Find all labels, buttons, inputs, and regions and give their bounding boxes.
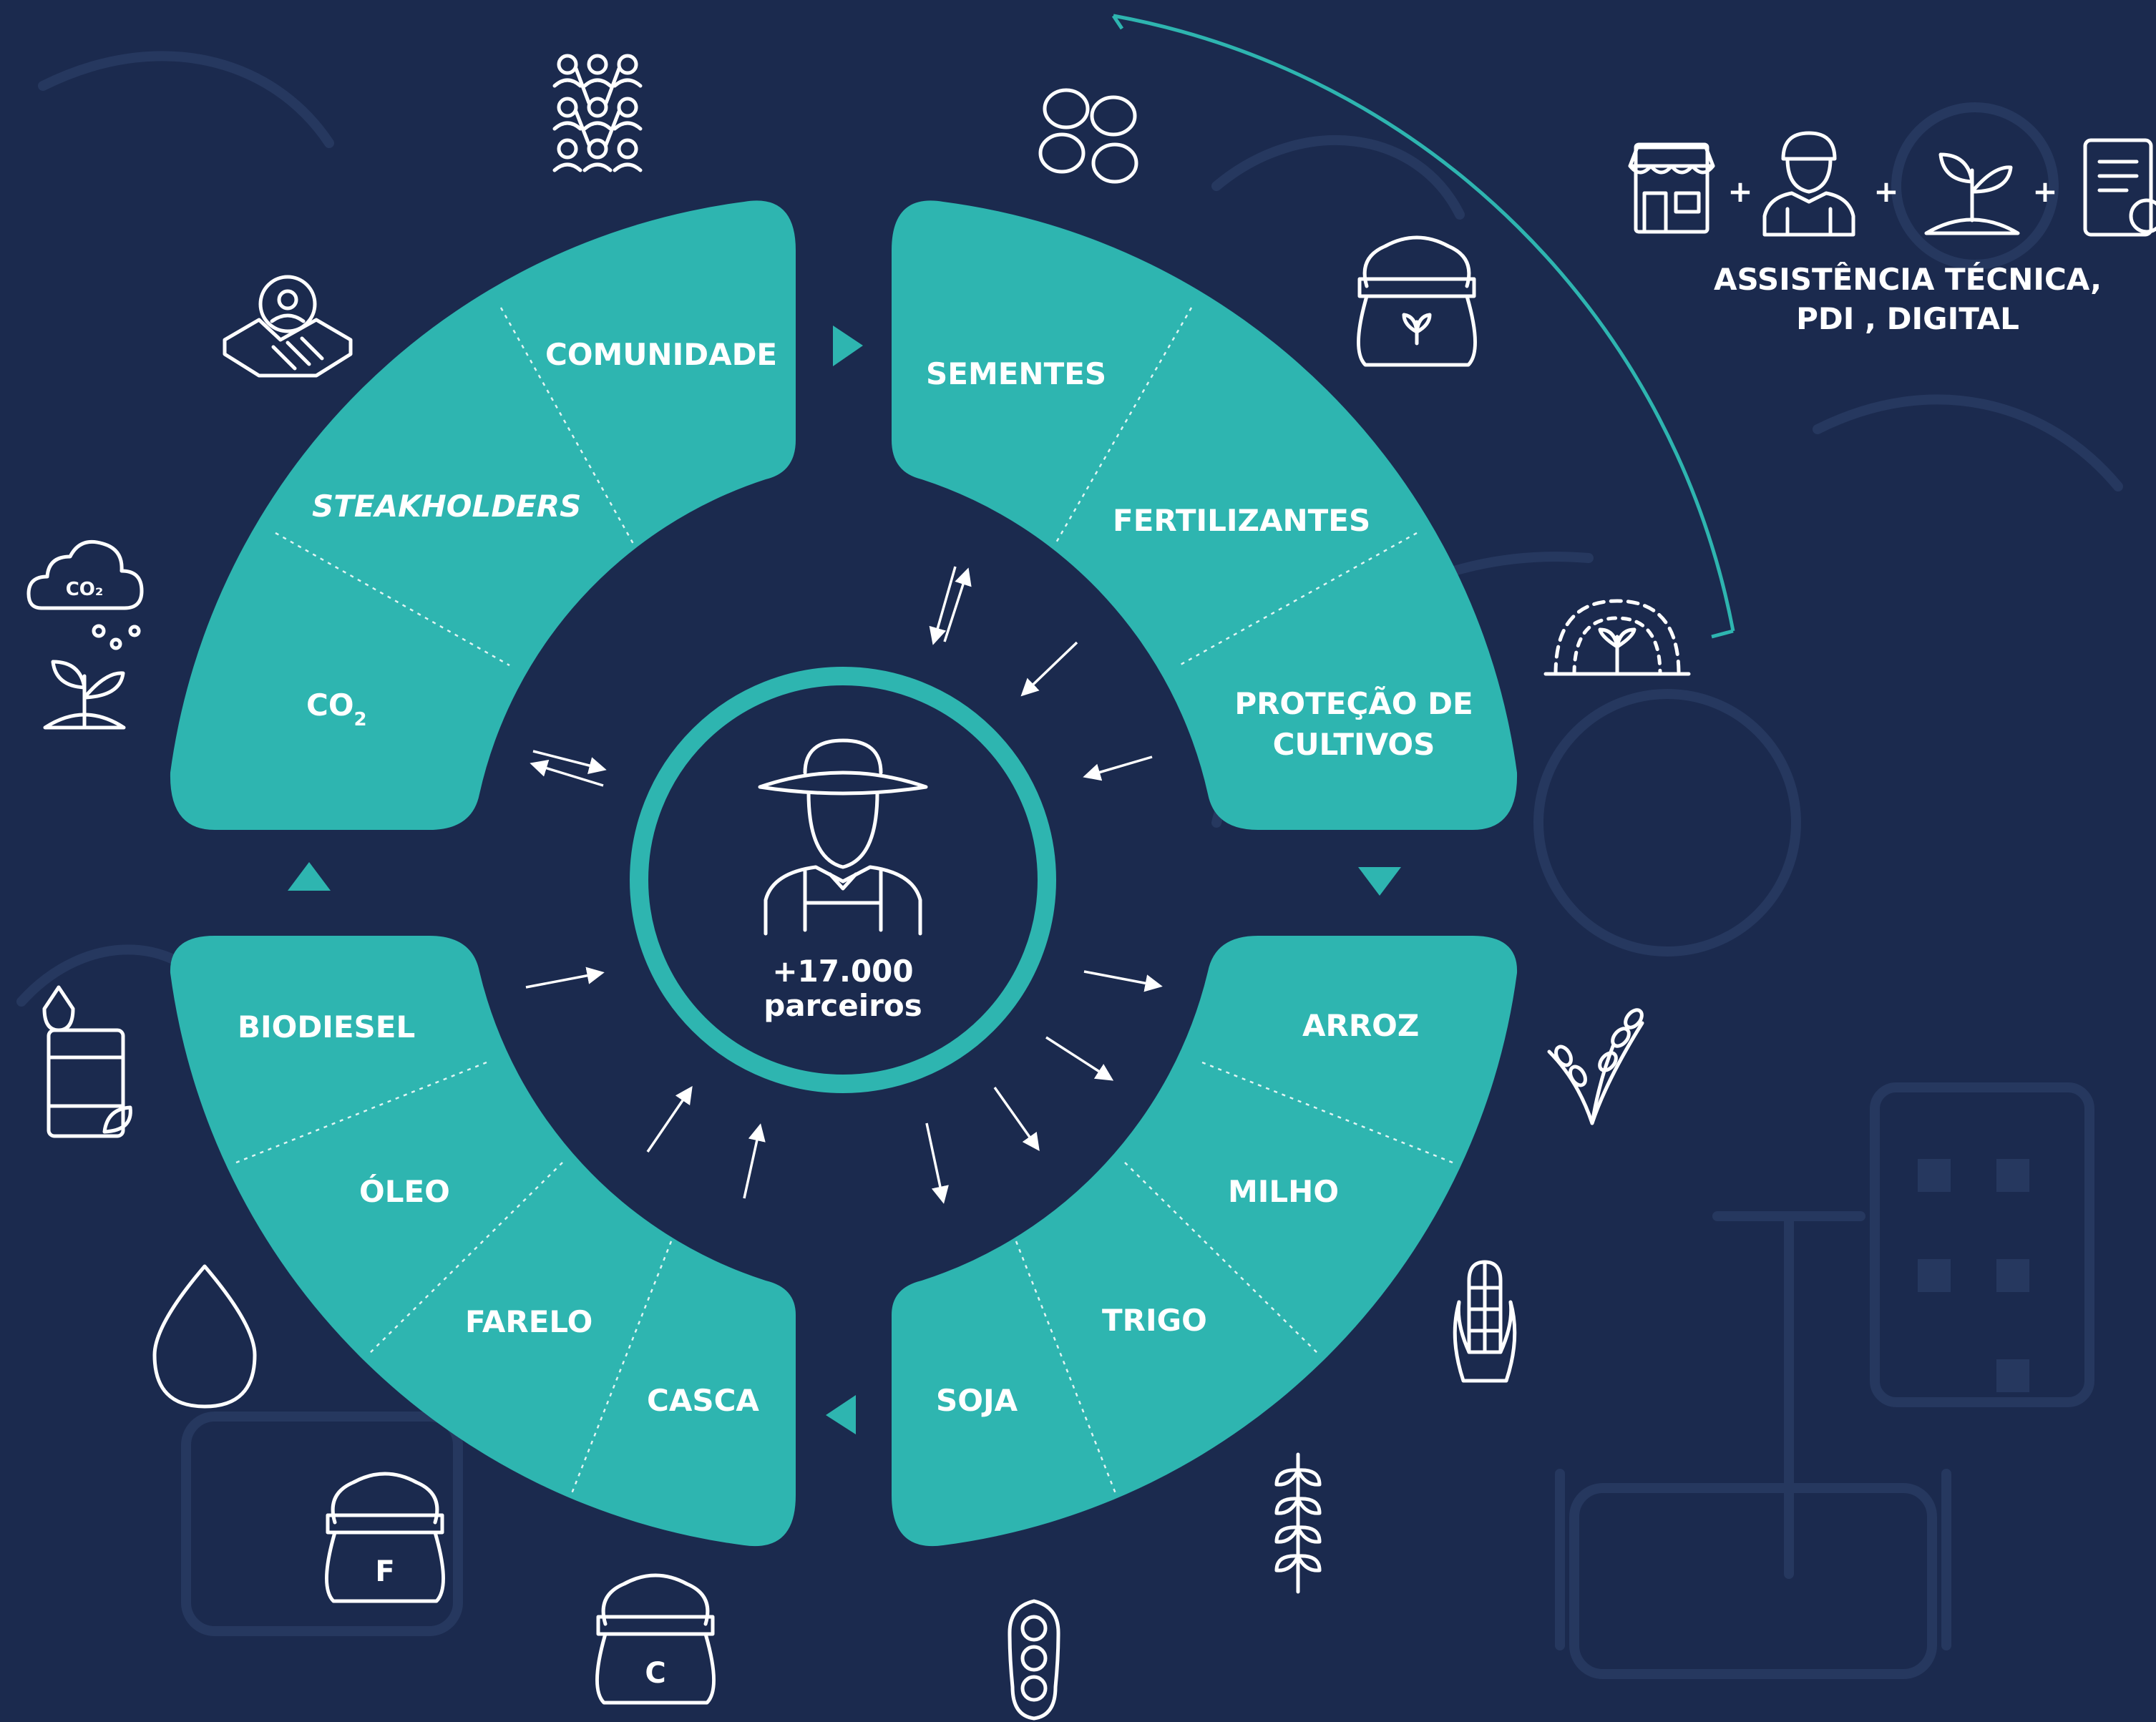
sprout-icon: [43, 660, 126, 730]
fertilizer-sack-icon: [1356, 235, 1478, 367]
flow-arrows: [525, 566, 1163, 1204]
label-soja: SOJA: [936, 1383, 1018, 1418]
label-co2-main: CO: [306, 688, 354, 723]
label-comunidade: COMUNIDADE: [545, 337, 777, 372]
plus-2: +: [1873, 174, 1898, 209]
marker-right: [833, 326, 863, 366]
services-line-1: ASSISTÊNCIA TÉCNICA,: [1714, 261, 2102, 297]
plant-care-icon: [1924, 152, 2020, 235]
farmer-icon: [758, 738, 928, 936]
flow-markers: [288, 326, 1401, 1434]
label-farelo: FARELO: [465, 1304, 592, 1339]
store-icon: [1628, 142, 1715, 234]
network-icon: [552, 54, 643, 172]
label-protecao-1: PROTEÇÃO DE: [1234, 685, 1473, 721]
marker-up: [288, 862, 331, 891]
plus-3: +: [2032, 174, 2057, 209]
drop-icon: [152, 1264, 257, 1409]
husk-sack-icon: C: [595, 1573, 716, 1705]
quadrant-bottom-right: [892, 936, 1518, 1547]
label-arroz: ARROZ: [1302, 1008, 1419, 1043]
label-co2: CO2: [306, 688, 367, 730]
label-fertilizantes: FERTILIZANTES: [1113, 503, 1370, 538]
co2-cloud-icon: CO₂: [26, 539, 144, 650]
label-oleo: ÓLEO: [359, 1173, 450, 1209]
marker-left: [826, 1395, 856, 1434]
label-protecao-2: CULTIVOS: [1273, 727, 1435, 762]
label-co2-sub: 2: [354, 709, 367, 730]
label-trigo: TRIGO: [1102, 1303, 1207, 1338]
ring: [170, 200, 1518, 1547]
label-milho: MILHO: [1228, 1174, 1339, 1209]
background-pattern: [16, 51, 2123, 1679]
soy-pod-icon: [1008, 1599, 1060, 1721]
quadrant-top-right: [892, 200, 1518, 830]
bran-sack-label: F: [375, 1555, 394, 1588]
quadrant-top-left: [170, 200, 796, 830]
labels: COMUNIDADE STEAKHOLDERS CO2 SEMENTES FER…: [238, 337, 1473, 1418]
greenhouse-icon: [1543, 599, 1691, 676]
digital-tablet-icon: [2083, 138, 2156, 237]
label-sementes: SEMENTES: [926, 356, 1106, 391]
quadrant-bottom-left: [170, 936, 796, 1547]
services-line-2: PDI , DIGITAL: [1796, 301, 2019, 336]
segment-dividers: [235, 307, 1453, 1496]
husk-sack-label: C: [645, 1657, 665, 1690]
plus-1: +: [1727, 174, 1752, 209]
services-group: + + + ASSISTÊNCIA TÉCNICA, PDI , DIGITAL: [1628, 131, 2156, 336]
center-label: parceiros: [764, 988, 922, 1023]
seeds-icon: [1038, 88, 1138, 184]
center-count: +17.000: [772, 954, 913, 989]
rice-icon: [1547, 1008, 1644, 1125]
handshake-gear-icon: [223, 275, 353, 378]
marker-down: [1358, 867, 1401, 896]
label-steakholders: STEAKHOLDERS: [312, 489, 581, 524]
technician-icon: [1762, 131, 1855, 237]
corn-icon: [1453, 1260, 1517, 1383]
label-casca: CASCA: [647, 1383, 759, 1418]
bran-sack-icon: F: [324, 1472, 446, 1603]
oil-drum-icon: [42, 985, 132, 1138]
co2-cloud-label: CO₂: [66, 579, 104, 600]
center-hub: +17.000 parceiros: [630, 667, 1056, 1093]
wheat-icon: [1274, 1452, 1322, 1594]
label-biodiesel: BIODIESEL: [238, 1009, 415, 1045]
services-arc: [1113, 14, 1735, 632]
